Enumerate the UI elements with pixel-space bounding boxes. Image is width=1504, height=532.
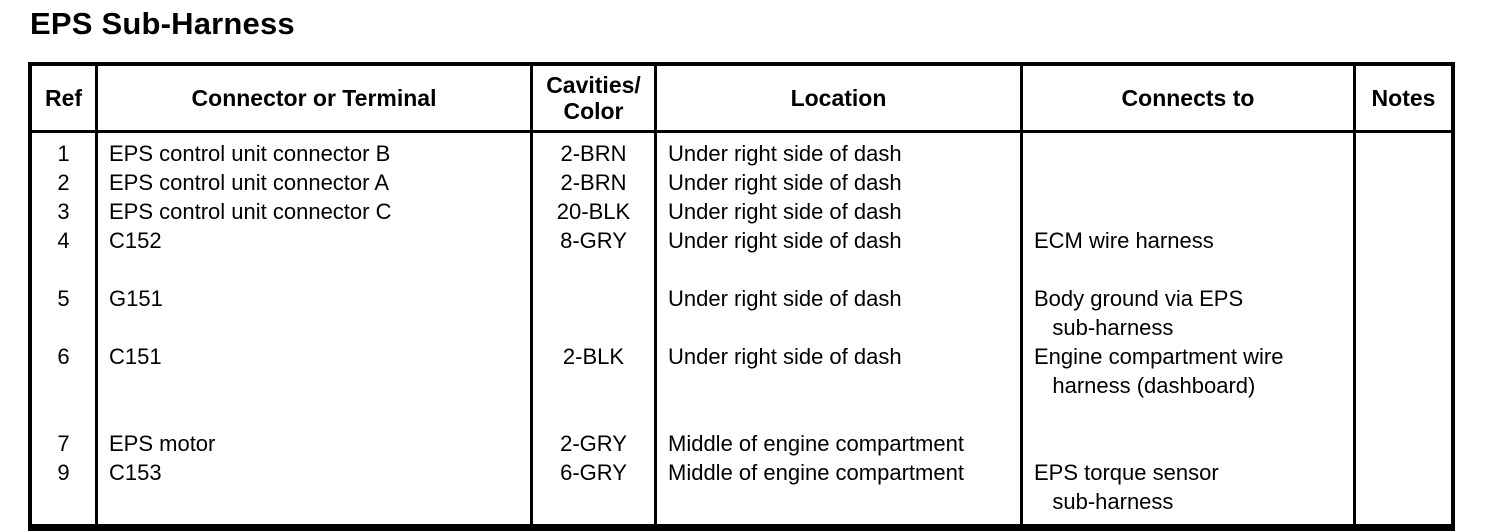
cell-location: Under right side of dash xyxy=(657,168,1023,197)
cell-connects-to: EPS torque sensor sub-harness xyxy=(1023,458,1356,516)
cell-ref: 5 xyxy=(32,284,98,342)
cell-location: Middle of engine compartment xyxy=(657,429,1023,458)
cell-cavities xyxy=(533,255,657,284)
cell-ref: 7 xyxy=(32,429,98,458)
cell-notes xyxy=(1356,255,1451,284)
cell-connector: C151 xyxy=(98,342,533,400)
cell-connector: EPS control unit connector B xyxy=(98,139,533,168)
cell-ref: 4 xyxy=(32,226,98,255)
cell-ref: 2 xyxy=(32,168,98,197)
table-header-row: Ref Connector or Terminal Cavities/ Colo… xyxy=(32,66,1451,133)
cell-notes xyxy=(1356,197,1451,226)
cell-cavities: 2-GRY xyxy=(533,429,657,458)
cell-connector: EPS motor xyxy=(98,429,533,458)
cell-connects-to: Engine compartment wire harness (dashboa… xyxy=(1023,342,1356,400)
cell-connector: C153 xyxy=(98,458,533,516)
cell-location: Under right side of dash xyxy=(657,284,1023,342)
cell-connects-to xyxy=(1023,429,1356,458)
table-spacer-row xyxy=(32,255,1451,284)
cell-connector: G151 xyxy=(98,284,533,342)
cell-ref: 9 xyxy=(32,458,98,516)
cell-cavities: 8-GRY xyxy=(533,226,657,255)
cell-connects-to xyxy=(1023,139,1356,168)
cell-ref xyxy=(32,255,98,284)
cell-notes xyxy=(1356,226,1451,255)
cell-ref: 3 xyxy=(32,197,98,226)
cell-ref: 1 xyxy=(32,139,98,168)
header-ref: Ref xyxy=(32,66,98,130)
cell-connector xyxy=(98,255,533,284)
cell-cavities: 2-BRN xyxy=(533,139,657,168)
cell-notes xyxy=(1356,458,1451,516)
header-notes: Notes xyxy=(1371,85,1436,111)
cell-connector: EPS control unit connector C xyxy=(98,197,533,226)
cell-location: Under right side of dash xyxy=(657,139,1023,168)
cell-cavities: 2-BLK xyxy=(533,342,657,400)
cell-connects-to: Body ground via EPS sub-harness xyxy=(1023,284,1356,342)
cell-location xyxy=(657,255,1023,284)
cell-location: Middle of engine compartment xyxy=(657,458,1023,516)
cell-location: Under right side of dash xyxy=(657,226,1023,255)
cell-cavities: 20-BLK xyxy=(533,197,657,226)
table-spacer-row xyxy=(32,400,1451,429)
cell-connects-to xyxy=(1023,168,1356,197)
cell-cavities xyxy=(533,400,657,429)
cell-cavities xyxy=(533,284,657,342)
cell-location: Under right side of dash xyxy=(657,197,1023,226)
cell-notes xyxy=(1356,429,1451,458)
cell-ref xyxy=(32,400,98,429)
cell-connects-to xyxy=(1023,197,1356,226)
cell-connector xyxy=(98,400,533,429)
cell-connector: EPS control unit connector A xyxy=(98,168,533,197)
header-location: Location xyxy=(657,66,1023,130)
header-connects-to: Connects to xyxy=(1023,66,1356,130)
cell-location xyxy=(657,400,1023,429)
cell-notes xyxy=(1356,168,1451,197)
page-title: EPS Sub-Harness xyxy=(30,6,295,41)
cell-cavities: 6-GRY xyxy=(533,458,657,516)
cell-notes xyxy=(1356,139,1451,168)
header-cavities: Cavities/ Color xyxy=(533,66,657,130)
cell-notes xyxy=(1356,342,1451,400)
cell-connects-to: ECM wire harness xyxy=(1023,226,1356,255)
cell-connector: C152 xyxy=(98,226,533,255)
eps-subharness-table: Ref Connector or Terminal Cavities/ Colo… xyxy=(28,62,1455,531)
cell-cavities: 2-BRN xyxy=(533,168,657,197)
cell-notes xyxy=(1356,284,1451,342)
cell-connects-to xyxy=(1023,255,1356,284)
cell-notes xyxy=(1356,400,1451,429)
cell-location: Under right side of dash xyxy=(657,342,1023,400)
cell-ref: 6 xyxy=(32,342,98,400)
header-connector: Connector or Terminal xyxy=(98,66,533,130)
cell-connects-to xyxy=(1023,400,1356,429)
